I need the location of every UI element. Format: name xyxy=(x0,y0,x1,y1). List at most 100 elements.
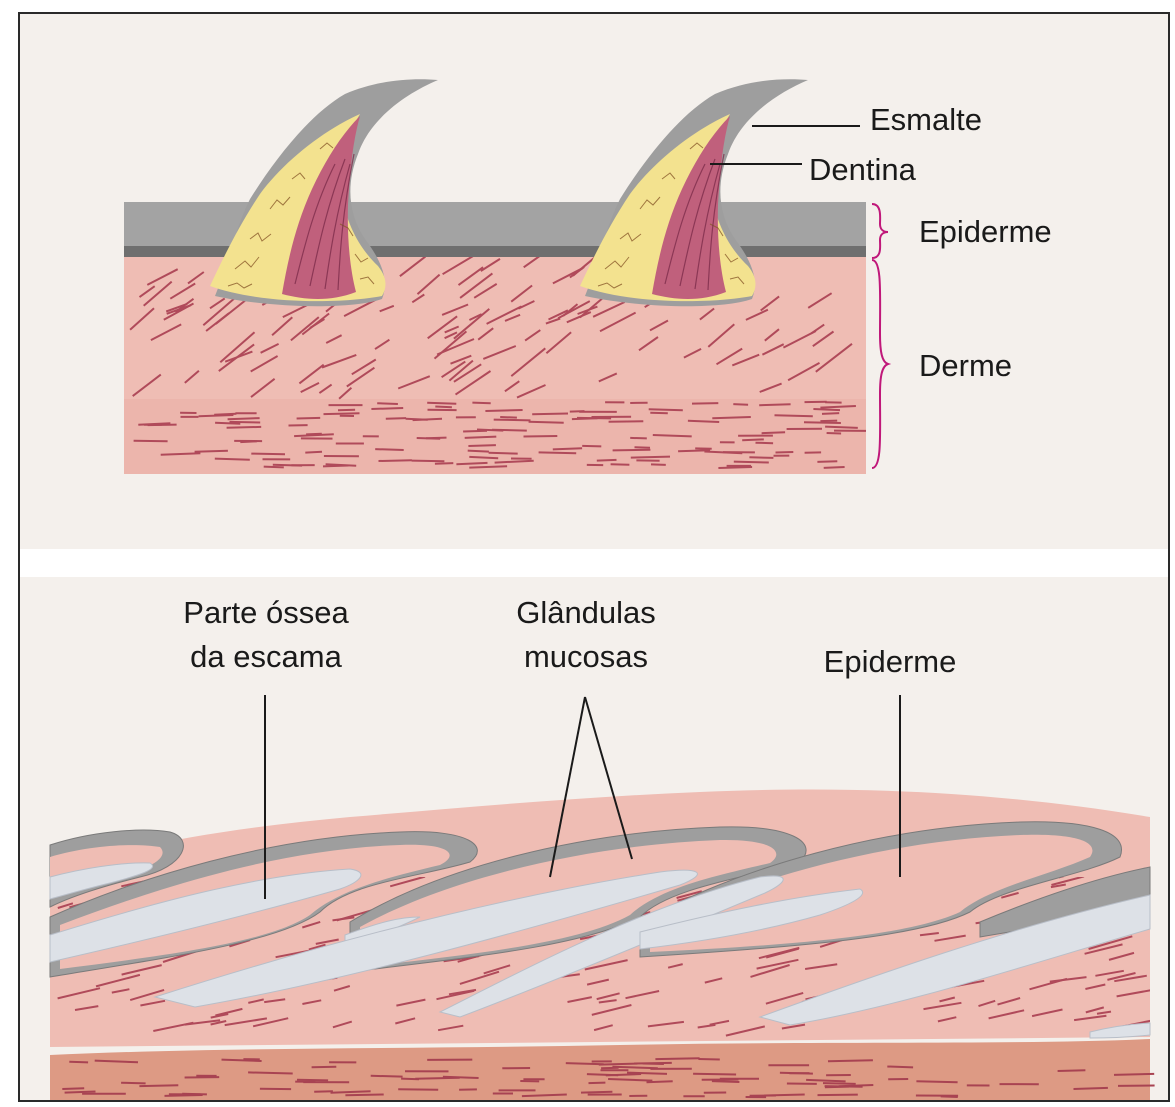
placoid-scale-illustration xyxy=(20,14,1170,549)
fiber-stroke xyxy=(524,436,558,437)
fiber-stroke xyxy=(759,404,790,405)
fiber-stroke xyxy=(494,420,531,421)
fiber-stroke xyxy=(742,439,764,440)
glandulas-label-line1: Glândulas xyxy=(516,595,656,631)
fiber-stroke xyxy=(756,443,774,444)
fiber-stroke xyxy=(121,1083,146,1084)
fiber-stroke xyxy=(635,447,651,448)
fiber-stroke xyxy=(65,1092,96,1093)
fiber-stroke xyxy=(371,408,403,409)
fiber-stroke xyxy=(413,419,442,420)
fiber-stroke xyxy=(401,1079,419,1080)
fiber-stroke xyxy=(688,421,719,422)
fiber-stroke xyxy=(331,1091,371,1092)
fiber-stroke xyxy=(776,452,794,453)
fiber-stroke xyxy=(824,467,845,468)
bony-scale-panel: Parte óssea da escama Glândulas mucosas … xyxy=(20,577,1168,1102)
fiber-stroke xyxy=(398,1089,438,1090)
derme-brace xyxy=(872,260,888,468)
fiber-stroke xyxy=(570,411,585,412)
fiber-stroke xyxy=(379,460,412,461)
fiber-stroke xyxy=(485,410,522,411)
fiber-stroke xyxy=(375,449,404,450)
fiber-stroke xyxy=(500,417,517,418)
fiber-stroke xyxy=(817,461,837,462)
fiber-stroke xyxy=(775,415,813,416)
fiber-stroke xyxy=(609,421,644,422)
fiber-stroke xyxy=(589,1083,606,1084)
fiber-stroke xyxy=(606,1074,641,1075)
fiber-stroke xyxy=(631,457,670,458)
fiber-stroke xyxy=(139,1085,178,1086)
fiber-stroke xyxy=(828,1060,873,1061)
fiber-stroke xyxy=(532,414,568,415)
figure-frame: Esmalte Dentina Epiderme Derme xyxy=(18,12,1170,1102)
epiderme-label-top: Epiderme xyxy=(919,214,1052,250)
fiber-stroke xyxy=(323,466,349,467)
fiber-stroke xyxy=(825,427,858,428)
fiber-stroke xyxy=(386,418,406,419)
fiber-stroke xyxy=(297,1080,328,1081)
fiber-stroke xyxy=(1058,1070,1086,1071)
placoid-scale-panel: Esmalte Dentina Epiderme Derme xyxy=(20,14,1168,549)
fiber-stroke xyxy=(1074,1088,1108,1089)
fiber-stroke xyxy=(733,404,748,405)
fiber-stroke xyxy=(435,407,452,408)
fiber-stroke xyxy=(314,1091,333,1092)
fiber-stroke xyxy=(650,413,668,414)
fiber-stroke xyxy=(465,437,497,438)
fiber-stroke xyxy=(230,422,261,423)
fiber-stroke xyxy=(553,448,582,449)
fiber-stroke xyxy=(597,460,617,461)
fiber-stroke xyxy=(749,457,773,458)
fiber-stroke xyxy=(539,452,577,453)
fiber-stroke xyxy=(469,466,507,467)
fiber-stroke xyxy=(377,403,398,404)
fiber-stroke xyxy=(764,1095,805,1096)
fiber-stroke xyxy=(712,1081,740,1082)
fiber-stroke xyxy=(813,409,840,410)
fiber-stroke xyxy=(630,438,647,439)
fiber-stroke xyxy=(489,453,518,454)
parte-ossea-label-line2: da escama xyxy=(190,639,342,675)
glandulas-label-line2: mucosas xyxy=(524,639,648,675)
fiber-stroke xyxy=(655,1058,699,1059)
fiber-stroke xyxy=(412,461,445,462)
fiber-stroke xyxy=(251,454,285,455)
fiber-stroke xyxy=(693,1074,736,1075)
fiber-stroke xyxy=(324,413,360,414)
fiber-stroke xyxy=(649,409,683,410)
fiber-stroke xyxy=(195,451,228,452)
fiber-stroke xyxy=(456,463,487,464)
fiber-stroke xyxy=(134,441,168,442)
epiderme-label-bottom: Epiderme xyxy=(824,644,957,680)
fiber-stroke xyxy=(477,430,503,431)
fiber-stroke xyxy=(345,1095,383,1096)
fiber-stroke xyxy=(297,418,321,419)
fiber-stroke xyxy=(264,467,284,468)
fiber-stroke xyxy=(718,467,752,468)
fiber-stroke xyxy=(818,1095,858,1096)
derme-label: Derme xyxy=(919,348,1012,384)
fiber-stroke xyxy=(529,422,564,423)
fiber-stroke xyxy=(69,1062,88,1063)
fiber-stroke xyxy=(692,403,718,404)
fiber-stroke xyxy=(566,1063,604,1064)
fiber-stroke xyxy=(712,417,751,418)
fiber-stroke xyxy=(338,410,355,411)
fiber-stroke xyxy=(228,418,260,419)
fiber-stroke xyxy=(643,1064,664,1065)
fiber-stroke xyxy=(273,465,302,466)
fiber-stroke xyxy=(804,422,841,423)
fiber-stroke xyxy=(417,438,441,439)
fiber-stroke xyxy=(240,441,257,442)
fiber-stroke xyxy=(820,421,837,422)
fiber-stroke xyxy=(582,446,601,447)
fiber-stroke xyxy=(248,1072,293,1073)
fiber-stroke xyxy=(435,463,453,464)
fiber-stroke xyxy=(601,1068,619,1069)
fiber-stroke xyxy=(305,452,322,453)
fiber-stroke xyxy=(823,1083,856,1084)
fiber-stroke xyxy=(651,464,666,465)
fiber-stroke xyxy=(463,431,487,432)
